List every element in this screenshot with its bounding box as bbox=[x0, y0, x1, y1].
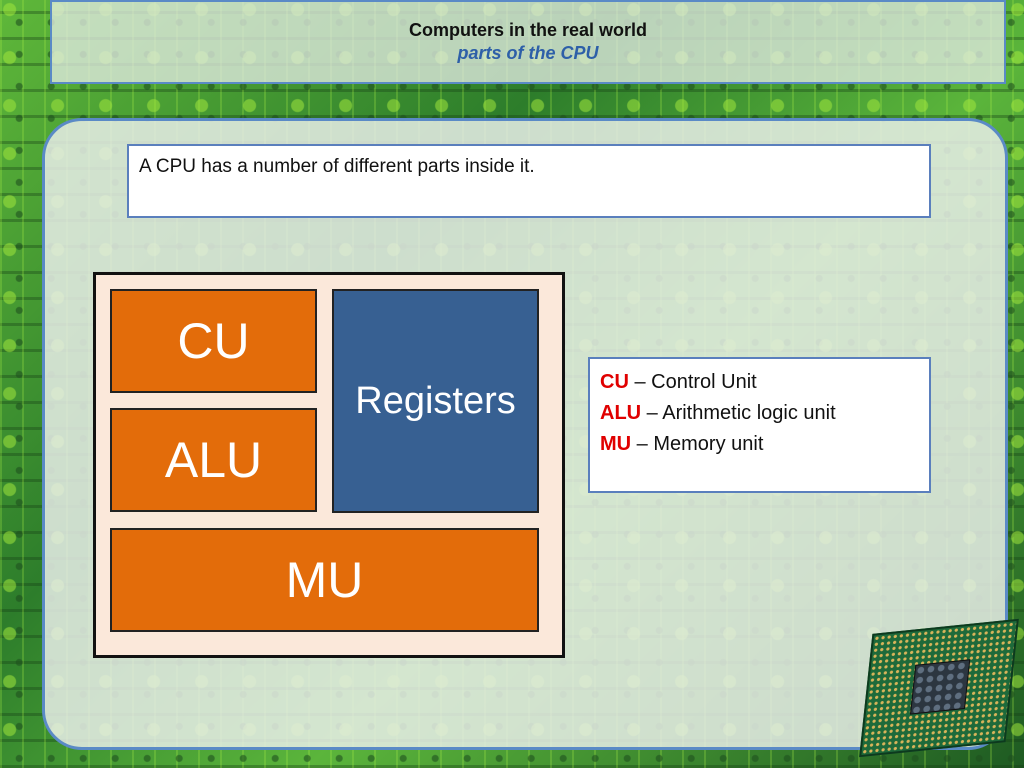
mu-block: MU bbox=[110, 528, 539, 632]
cu-block: CU bbox=[110, 289, 317, 393]
legend-item-mu: MU – Memory unit bbox=[600, 429, 919, 460]
cpu-chip-icon bbox=[859, 618, 1019, 758]
intro-text-box: A CPU has a number of different parts in… bbox=[127, 144, 931, 218]
legend-text: – Memory unit bbox=[631, 433, 764, 455]
legend-item-cu: CU – Control Unit bbox=[600, 367, 919, 398]
legend-text: – Control Unit bbox=[628, 371, 757, 393]
legend-item-alu: ALU – Arithmetic logic unit bbox=[600, 398, 919, 429]
legend-box: CU – Control Unit ALU – Arithmetic logic… bbox=[588, 357, 931, 493]
legend-abbr: ALU bbox=[600, 402, 642, 424]
registers-block: Registers bbox=[332, 289, 539, 513]
cpu-die bbox=[910, 659, 971, 715]
title-bar: Computers in the real world parts of the… bbox=[50, 0, 1006, 84]
legend-abbr: MU bbox=[600, 433, 632, 455]
intro-text: A CPU has a number of different parts in… bbox=[139, 156, 535, 177]
slide-title: Computers in the real world bbox=[408, 20, 648, 40]
legend-text: – Arithmetic logic unit bbox=[641, 402, 836, 424]
legend-abbr: CU bbox=[600, 371, 629, 393]
alu-block: ALU bbox=[110, 408, 317, 512]
cpu-chip-image bbox=[845, 608, 1024, 768]
slide-subtitle: parts of the CPU bbox=[457, 43, 599, 63]
